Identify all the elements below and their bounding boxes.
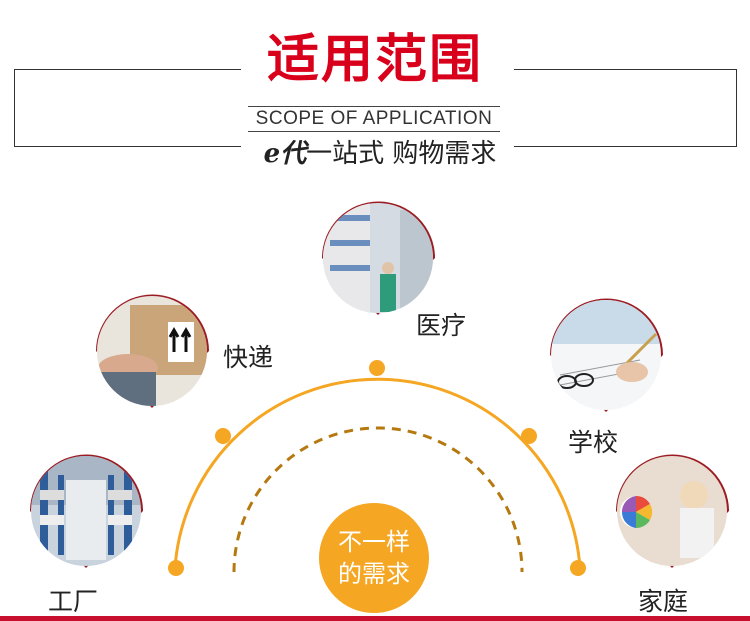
center-line-2: 的需求 <box>338 560 410 588</box>
label-home: 家庭 <box>638 587 689 616</box>
arc-dot <box>168 560 184 576</box>
label-express: 快递 <box>223 343 274 372</box>
bottom-bar <box>0 616 750 621</box>
center-badge: 不一样 的需求 <box>319 503 429 613</box>
arc-dot <box>570 560 586 576</box>
label-school: 学校 <box>568 428 619 457</box>
inner-dashed-arc <box>232 426 524 573</box>
center-line-1: 不一样 <box>338 528 410 556</box>
pin-home <box>616 454 729 568</box>
pin-express <box>96 294 209 408</box>
header-frame-right <box>514 69 737 147</box>
pin-medical <box>322 201 435 315</box>
arc-dot <box>215 428 231 444</box>
pin-factory <box>30 454 143 568</box>
brand-mark: e代 <box>263 139 307 169</box>
section-subtitle: SCOPE OF APPLICATION <box>248 106 500 132</box>
outer-arc <box>173 377 582 569</box>
slogan-text: 一站式 购物需求 <box>306 139 497 169</box>
arc-dot <box>521 428 537 444</box>
label-medical: 医疗 <box>416 311 467 340</box>
label-factory: 工厂 <box>48 587 99 616</box>
pin-school <box>550 298 663 412</box>
slogan: e代一站式 购物需求 <box>230 138 530 170</box>
section-title: 适用范围 <box>266 30 483 90</box>
arc-dot <box>369 360 385 376</box>
header-frame-left <box>14 69 241 147</box>
